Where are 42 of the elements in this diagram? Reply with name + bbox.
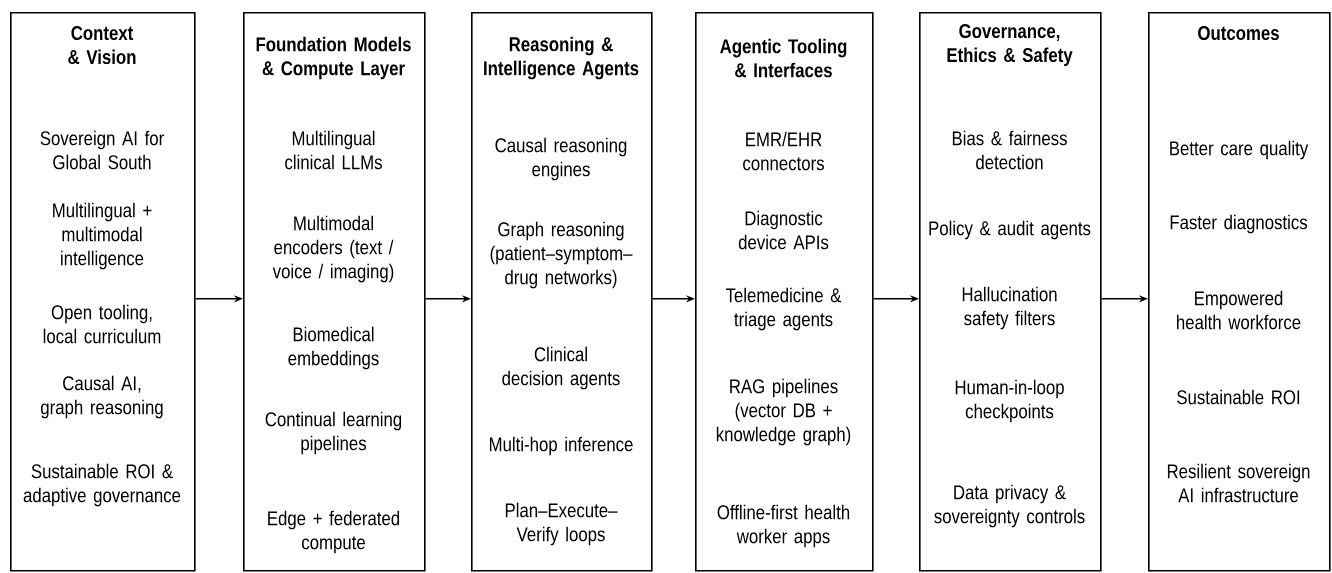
item-text: Better care quality [1170,140,1309,160]
item-text: Biomedical embeddings [288,326,379,370]
item-text: Offline-first health worker apps [717,504,850,548]
item-text: Sovereign AI for Global South [40,130,164,170]
item-text: Diagnostic device APIs [738,210,829,250]
column-heading: Agentic Tooling & Interfaces [720,38,847,78]
column-heading: Context & Vision [68,25,136,65]
item-text: Clinical decision agents [502,346,620,390]
item-text: EMR/EHR connectors [743,131,824,171]
item-text: Multilingual clinical LLMs [285,130,382,170]
item-text: Plan–Execute–Verify loops [505,502,618,546]
item-text: Causal reasoning engines [495,137,627,181]
item-text: Hallucination safety filters [962,286,1057,330]
item-text: RAG pipelines (vector DB + knowledge graph) [716,378,851,446]
item-text: Empowered health workforce [1177,290,1301,330]
column-box [695,12,874,572]
item-text: Resilient sovereign AI infrastructure [1167,463,1310,503]
column-heading: Outcomes [1198,25,1279,41]
column-heading: Reasoning & Intelligence Agents [484,36,639,80]
column-box [471,12,653,572]
item-text: Continual learning pipelines [265,411,402,455]
item-text: Human-in-loop checkpoints [955,379,1064,423]
item-text: Telemedicine & triage agents [725,287,842,331]
column-heading: Governance, Ethics & Safety [947,23,1073,67]
item-text: Policy & audit agents [929,220,1091,240]
item-text: Bias & fairness detection [952,130,1067,170]
item-text: Multi-hop inference [489,436,633,456]
column-box [243,12,426,572]
column-heading: Foundation Models & Compute Layer [256,36,411,80]
item-text: Sustainable ROI [1177,389,1300,405]
column-box [1148,12,1331,572]
item-text: Edge + federated compute [268,510,400,554]
item-text: Open tooling, local curriculum [43,304,161,344]
column-box [10,12,196,572]
item-text: Sustainable ROI & adaptive governance [23,463,181,507]
item-text: Multilingual + multimodal intelligence [53,202,152,270]
item-text: Faster diagnostics [1170,214,1308,234]
item-text: Multimodal encoders (text / voice / imaging) [272,215,394,283]
item-text: Graph reasoning (patient–symptom–drug networks) [490,221,633,289]
item-text: Causal AI, graph reasoning [41,375,163,419]
item-text: Data privacy & sovereignty controls [934,484,1085,528]
column-box [919,12,1102,572]
